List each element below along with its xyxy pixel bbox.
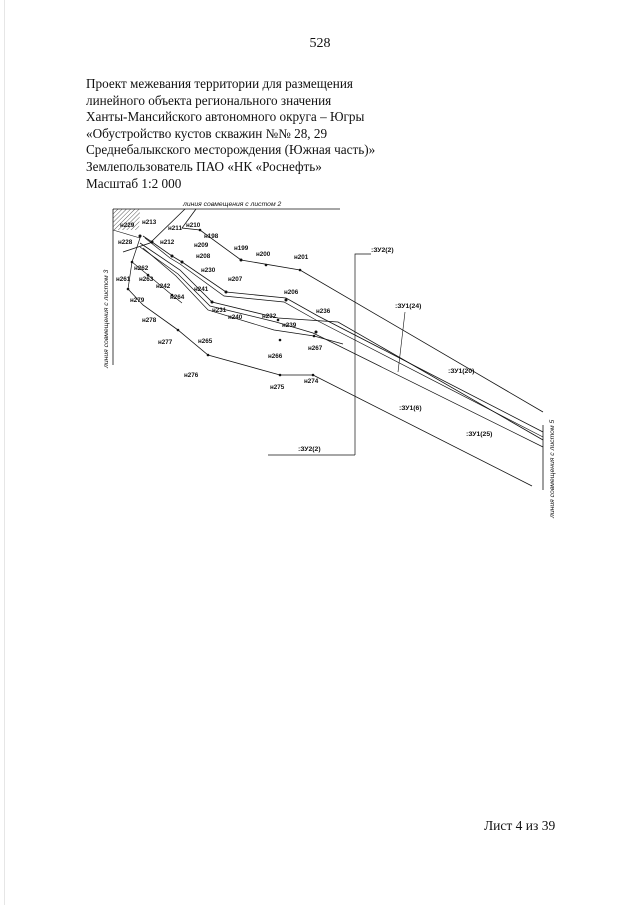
point-label: н242 (156, 283, 171, 290)
point-label: н228 (118, 239, 133, 246)
point-label: н261 (116, 276, 131, 283)
header-line: Масштаб 1:2 000 (86, 175, 182, 191)
page-number: 528 (309, 36, 331, 51)
point-label: н206 (284, 289, 299, 296)
point-label: н262 (134, 265, 149, 272)
point-label: н265 (198, 338, 213, 345)
hatched-area (113, 209, 140, 230)
point-label: н201 (294, 254, 309, 261)
point-label: н263 (139, 276, 154, 283)
point-label: н230 (201, 267, 216, 274)
scan-edge-shadow (4, 0, 5, 905)
point-label: н267 (308, 345, 323, 352)
document-header: Проект межевания территории для размещен… (86, 76, 506, 192)
zu2-boundary (354, 253, 371, 455)
zone-label-zu1-25: :ЗУ1(25) (466, 431, 492, 438)
point-label: н209 (194, 242, 209, 249)
header-line: Проект межевания территории для размещен… (86, 76, 353, 91)
point-label: н276 (184, 372, 199, 379)
point-label: н211 (168, 225, 182, 232)
boundary-line-n278 (131, 261, 183, 304)
point-label: н236 (316, 308, 331, 315)
point-label: н279 (130, 297, 145, 304)
sheet-number: Лист 4 из 39 (484, 818, 556, 833)
point-label: н200 (256, 251, 271, 258)
point-label: н278 (142, 317, 157, 324)
point-label: н275 (270, 384, 285, 391)
point-label: н213 (142, 219, 157, 226)
point-label: н212 (160, 239, 175, 246)
leader-zu1-24 (397, 311, 406, 373)
vertex-markers (126, 228, 318, 377)
zone-label-zu2-top: :ЗУ2(2) (371, 247, 394, 254)
point-label: н277 (158, 339, 173, 346)
caption-right-alignment: линия совмещения с листом 5 (549, 420, 556, 519)
point-label: н207 (228, 276, 243, 283)
point-label: н266 (268, 353, 283, 360)
point-label: н198 (204, 233, 219, 240)
header-line: Землепользователь ПАО «НК «Роснефть» (86, 158, 322, 174)
point-label: н239 (282, 322, 297, 329)
lower-boundary-right (312, 374, 533, 487)
point-label: н229 (120, 222, 135, 229)
boundary-line-n276 (127, 288, 313, 376)
header-line: «Обустройство кустов скважин №№ 28, 29 (86, 125, 328, 141)
upper-boundary (122, 208, 186, 253)
point-label: н199 (234, 245, 249, 252)
corridor-upper (142, 235, 544, 433)
header-line: линейного объекта регионального значения (86, 92, 332, 108)
upper-boundary-right (181, 208, 544, 413)
hatch-diagonal (112, 229, 141, 239)
point-label: н232 (262, 313, 277, 320)
caption-left-alignment: линия совмещения с листом 3 (103, 270, 110, 369)
point-label: н264 (170, 294, 185, 301)
corridor-lower (139, 242, 544, 441)
point-label: н240 (228, 314, 243, 321)
header-line: Ханты-Мансийского автономного округа – Ю… (86, 109, 365, 125)
corridor-inner (142, 247, 344, 345)
point-label: н208 (196, 253, 211, 260)
zone-label-zu1-6: :ЗУ1(6) (399, 405, 422, 412)
zone-label-zu1-20: :ЗУ1(20) (448, 368, 474, 375)
corridor-lower-b (139, 246, 544, 448)
header-line: Среднебалыкского месторождения (Южная ча… (86, 142, 376, 158)
point-label: н274 (304, 378, 319, 385)
zone-label-zu2-bottom: :ЗУ2(2) (298, 446, 321, 453)
point-label: н241 (194, 286, 209, 293)
corridor-upper-b (144, 237, 544, 438)
point-label: н210 (186, 222, 201, 229)
caption-top-alignment: линия совмещения с листом 2 (182, 201, 281, 208)
zone-label-zu1-24: :ЗУ1(24) (395, 303, 421, 310)
point-label: н231 (212, 307, 227, 314)
